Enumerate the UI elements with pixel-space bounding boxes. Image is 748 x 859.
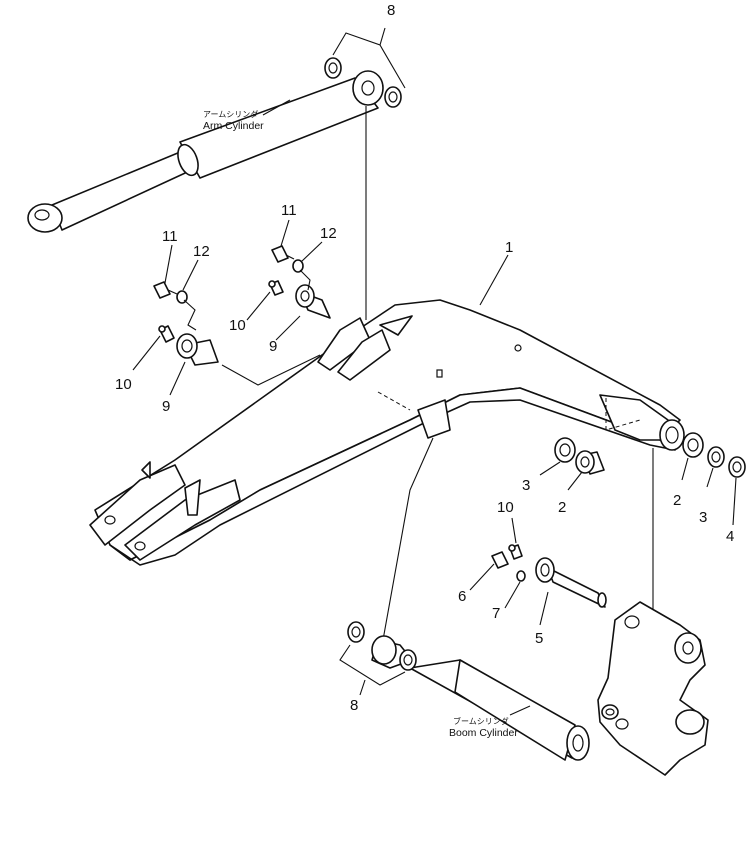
bolt-left [153, 281, 178, 299]
arm-cylinder-label-jp: アームシリンダ [203, 109, 258, 119]
callout-6: 6 [458, 588, 466, 605]
bolt-lower [491, 551, 509, 569]
callout-10-left: 10 [115, 376, 132, 393]
pin-left [176, 333, 321, 386]
callout-4: 4 [726, 528, 734, 545]
callout-8-bottom: 8 [350, 697, 358, 714]
arm-cylinder-label: Arm Cylinder [203, 120, 264, 132]
callout-11-left: 11 [162, 228, 178, 245]
pin-right [295, 284, 331, 319]
leader-lines [132, 219, 737, 626]
callout-3-left: 3 [522, 477, 530, 494]
boom-cylinder [371, 635, 590, 761]
callout-12-right: 12 [320, 225, 337, 242]
bushings-right [682, 432, 746, 478]
callout-2-right: 2 [673, 492, 681, 509]
callout-10-right: 10 [229, 317, 246, 334]
boom-pin [535, 557, 607, 608]
boom-cylinder-label: Boom Cylinder [449, 727, 518, 739]
callout-1: 1 [505, 239, 513, 256]
callout-3-right: 3 [699, 509, 707, 526]
boom [89, 299, 685, 566]
callout-5: 5 [535, 630, 543, 647]
swing-bracket [597, 601, 709, 776]
grease-fitting-lower [508, 544, 523, 560]
callout-9-left: 9 [162, 398, 170, 415]
washer-lower [516, 570, 526, 582]
callout-8-top: 8 [387, 2, 395, 19]
washer-left [176, 290, 197, 331]
bushings-left [554, 437, 605, 475]
shims-top [324, 27, 406, 108]
arm-cylinder [27, 70, 384, 233]
callout-11-right: 11 [281, 202, 297, 219]
grease-fitting-right [268, 280, 284, 296]
callout-12-left: 12 [193, 243, 210, 260]
washer-right [292, 259, 311, 291]
callout-9-right: 9 [269, 338, 277, 355]
grease-fitting-left [158, 325, 175, 343]
boom-cylinder-label-jp: ブームシリンダ [453, 716, 509, 726]
callout-2-left: 2 [558, 499, 566, 516]
shims-bottom [339, 621, 417, 696]
callout-10-lower: 10 [497, 499, 514, 516]
bolt-right [271, 245, 295, 263]
callout-7: 7 [492, 605, 500, 622]
